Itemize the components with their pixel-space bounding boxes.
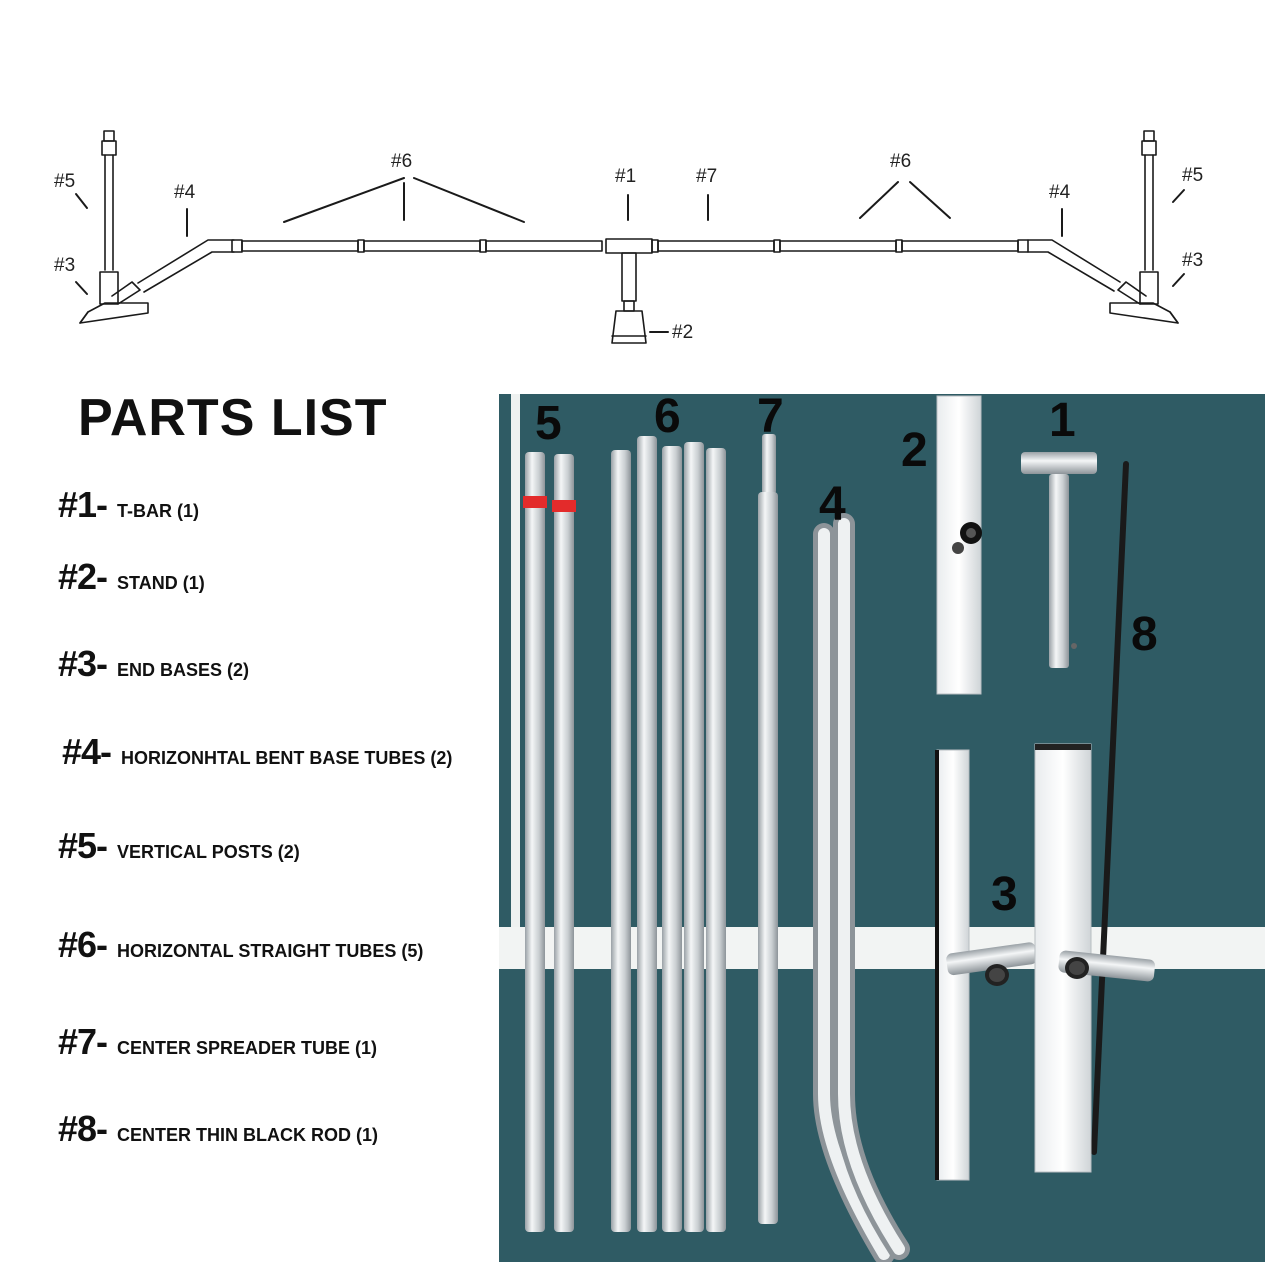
part-item-3: #3- END BASES (2): [58, 643, 249, 685]
right-bent-tube: [1017, 239, 1121, 292]
photo-part-2: [936, 395, 982, 695]
part-number: #8-: [58, 1108, 108, 1149]
photo-part-1: [1021, 452, 1097, 668]
part-name: STAND (1): [117, 573, 205, 593]
left-bent-tube: [137, 239, 243, 293]
right-straight-tubes: [651, 239, 1019, 253]
photo-label-5: 5: [535, 397, 562, 450]
photo-part-5: [523, 452, 576, 1232]
part-number: #2-: [58, 556, 108, 597]
part-number: #3-: [58, 643, 108, 684]
part-item-5: #5- VERTICAL POSTS (2): [58, 825, 300, 867]
callout-4-left: #4: [174, 182, 196, 203]
photo-label-7: 7: [757, 394, 784, 443]
photo-label-6: 6: [654, 394, 681, 443]
photo-part-6: [611, 436, 726, 1232]
callout-4-right: #4: [1049, 182, 1071, 203]
callout-6-right: #6: [890, 151, 911, 172]
photo-part-7: [758, 434, 778, 1224]
photo-label-3: 3: [991, 868, 1018, 921]
callout-3-right: #3: [1182, 250, 1203, 271]
part-name: VERTICAL POSTS (2): [117, 842, 300, 862]
center-t-bar: [605, 238, 653, 312]
part-number: #4-: [62, 731, 112, 772]
part-number: #6-: [58, 924, 108, 965]
part-name: CENTER SPREADER TUBE (1): [117, 1038, 378, 1058]
photo-label-4: 4: [819, 478, 846, 531]
callout-7: #7: [696, 166, 717, 187]
part-item-7: #7- CENTER SPREADER TUBE (1): [58, 1021, 377, 1063]
photo-label-1: 1: [1049, 394, 1076, 447]
part-name: HORIZONHTAL BENT BASE TUBES (2): [121, 748, 453, 768]
callout-5-left: #5: [54, 171, 75, 192]
part-name: END BASES (2): [117, 660, 250, 680]
left-end-base: [79, 271, 149, 324]
part-item-8: #8- CENTER THIN BLACK ROD (1): [58, 1108, 378, 1150]
part-item-6: #6- HORIZONTAL STRAIGHT TUBES (5): [58, 924, 423, 966]
court-line-vertical: [511, 394, 520, 939]
photo-labels: 5 6 7 2 1 4 8 3: [535, 394, 1158, 921]
part-item-4: #4- HORIZONHTAL BENT BASE TUBES (2): [62, 731, 452, 773]
photo-part-8: [1091, 461, 1129, 1155]
right-vertical-post: [1141, 130, 1157, 271]
photo-label-2: 2: [901, 424, 928, 477]
part-number: #1-: [58, 484, 108, 525]
right-end-base: [1109, 271, 1179, 324]
part-item-2: #2- STAND (1): [58, 556, 205, 598]
part-name: CENTER THIN BLACK ROD (1): [117, 1125, 379, 1145]
parts-photo: 5 6 7 2 1 4 8 3: [499, 394, 1265, 1262]
callout-5-right: #5: [1182, 165, 1203, 186]
left-vertical-post: [101, 130, 117, 271]
photo-label-8: 8: [1131, 608, 1158, 661]
callout-2: #2: [672, 322, 693, 343]
callout-6-left: #6: [391, 151, 412, 172]
center-stand: [611, 310, 647, 344]
part-name: HORIZONTAL STRAIGHT TUBES (5): [117, 941, 424, 961]
callout-1: #1: [615, 166, 636, 187]
diagram-callouts: #5 #3 #4 #6 #1 #7 #6 #4 #5 #3 #2: [54, 151, 1203, 343]
photo-part-4: [813, 513, 910, 1262]
left-straight-tubes: [241, 239, 603, 253]
part-item-1: #1- T-BAR (1): [58, 484, 199, 526]
callout-3-left: #3: [54, 255, 75, 276]
part-number: #7-: [58, 1021, 108, 1062]
part-number: #5-: [58, 825, 108, 866]
part-name: T-BAR (1): [117, 501, 200, 521]
parts-list-title: PARTS LIST: [78, 389, 388, 447]
assembly-diagram: #5 #3 #4 #6 #1 #7 #6 #4 #5 #3 #2: [54, 130, 1203, 344]
photo-part-3: [935, 743, 1156, 1181]
leader-lines: [75, 177, 1185, 333]
